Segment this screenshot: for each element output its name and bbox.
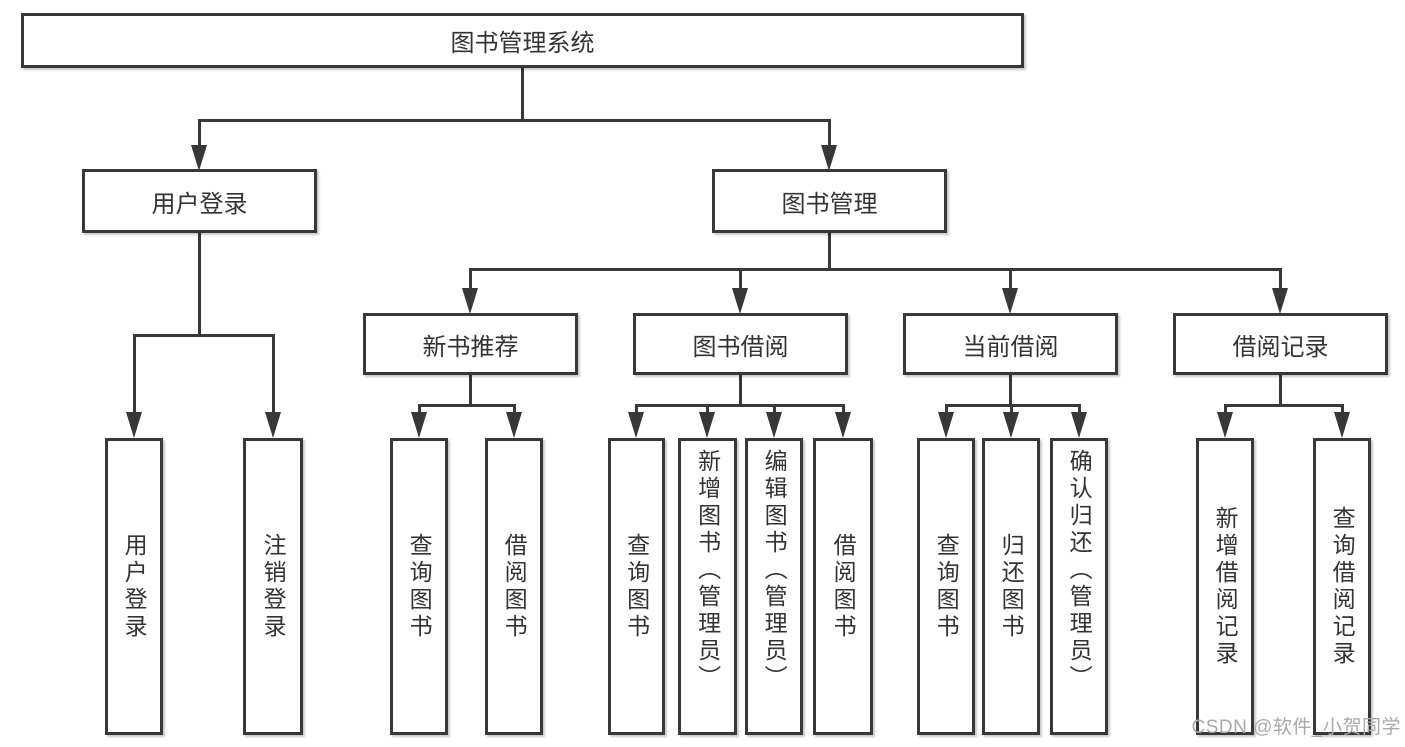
edge-stem [842, 404, 845, 415]
arrowhead-icon [732, 288, 748, 314]
node-root: 图书管理系统 [21, 13, 1024, 68]
edge-login-trunk [198, 231, 201, 335]
edge-sec2-branch [635, 404, 844, 407]
arrowhead-icon [191, 145, 207, 171]
node-current-borrow: 当前借阅 [903, 313, 1118, 375]
node-book-borrow: 图书借阅 [633, 313, 848, 375]
node-label: 编辑图书（管理员） [761, 449, 788, 692]
edge-stem-sec3 [1009, 268, 1012, 292]
arrowhead-icon [1272, 288, 1288, 314]
edge-sec3-trunk [1009, 374, 1012, 406]
edge-sec1-branch [418, 404, 516, 407]
edge-stem [1224, 404, 1227, 415]
arrowhead-icon [462, 288, 478, 314]
edge-stem [773, 404, 776, 415]
edge-sec2-trunk [739, 374, 742, 406]
leaf-rec-borrow-book: 借阅图书 [485, 438, 543, 735]
node-borrow-records: 借阅记录 [1173, 313, 1388, 375]
node-label: 借阅图书 [830, 532, 857, 641]
node-label: 图书借阅 [692, 333, 789, 361]
arrowhead-icon [835, 412, 851, 438]
node-label: 用户登录 [151, 190, 248, 218]
arrowhead-icon [126, 412, 142, 438]
node-label: 借阅图书 [501, 532, 528, 641]
edge-stem-sec4 [1279, 268, 1282, 292]
node-label: 新书推荐 [422, 333, 519, 361]
edge-stem-logout [272, 334, 275, 414]
arrowhead-icon [699, 412, 715, 438]
node-label: 查询图书 [406, 532, 433, 641]
edge-stem-sec1 [469, 268, 472, 292]
edge-level1-branch [198, 119, 831, 122]
arrowhead-icon [766, 412, 782, 438]
edge-mgmt-trunk [828, 231, 831, 270]
arrowhead-icon [1003, 412, 1019, 438]
watermark: CSDN @软件_小贺同学 [1191, 717, 1401, 738]
node-label: 确认归还（管理员） [1066, 449, 1093, 692]
edge-sec1-trunk [469, 374, 472, 406]
leaf-return-book: 归还图书 [982, 438, 1040, 735]
leaf-query-borrow-record: 查询借阅记录 [1313, 438, 1371, 735]
node-label: 查询借阅记录 [1329, 505, 1356, 668]
edge-stem [635, 404, 638, 415]
node-label: 查询图书 [933, 532, 960, 641]
arrowhead-icon [506, 412, 522, 438]
arrowhead-icon [1334, 412, 1350, 438]
leaf-confirm-return-admin: 确认归还（管理员） [1050, 438, 1108, 735]
node-label: 归还图书 [998, 532, 1025, 641]
leaf-add-borrow-record: 新增借阅记录 [1196, 438, 1254, 735]
node-label: 新增借阅记录 [1212, 505, 1239, 668]
edge-stem [1010, 404, 1013, 415]
arrowhead-icon [411, 412, 427, 438]
arrowhead-icon [1071, 412, 1087, 438]
edge-stem-sec2 [739, 268, 742, 292]
edge-stem-user-login [133, 334, 136, 414]
node-new-book-rec: 新书推荐 [363, 313, 578, 375]
node-label: 查询图书 [623, 532, 650, 641]
leaf-current-query-book: 查询图书 [917, 438, 975, 735]
edge-level2-branch [470, 268, 1282, 271]
edge-stem [1078, 404, 1081, 415]
node-label: 新增图书（管理员） [694, 449, 721, 692]
leaf-logout: 注销登录 [243, 438, 303, 735]
leaf-borrow-book: 借阅图书 [813, 438, 873, 735]
edge-stem [945, 404, 948, 415]
node-label: 图书管理系统 [450, 30, 595, 57]
edge-stem [513, 404, 516, 415]
leaf-edit-book-admin: 编辑图书（管理员） [745, 438, 803, 735]
arrowhead-icon [1002, 288, 1018, 314]
edge-stem [418, 404, 421, 415]
leaf-borrow-query-book: 查询图书 [608, 438, 665, 735]
edge-sec4-branch [1224, 404, 1343, 407]
leaf-add-book-admin: 新增图书（管理员） [678, 438, 737, 735]
edge-login-branch [133, 334, 274, 337]
leaf-user-login: 用户登录 [105, 438, 163, 735]
edge-stem [706, 404, 709, 415]
arrowhead-icon [1217, 412, 1233, 438]
node-label: 借阅记录 [1232, 333, 1329, 361]
node-label: 当前借阅 [962, 333, 1059, 361]
node-user-login-branch: 用户登录 [82, 169, 317, 233]
node-label: 注销登录 [260, 532, 287, 641]
arrowhead-icon [628, 412, 644, 438]
edge-stem-mgmt [828, 119, 831, 147]
edge-sec4-trunk [1279, 374, 1282, 406]
leaf-rec-query-book: 查询图书 [390, 438, 448, 735]
node-label: 用户登录 [121, 532, 148, 641]
arrowhead-icon [938, 412, 954, 438]
edge-root-trunk [521, 66, 524, 120]
edge-stem-login [198, 119, 201, 147]
node-label: 图书管理 [781, 190, 878, 218]
edge-stem [1341, 404, 1344, 415]
arrowhead-icon [265, 412, 281, 438]
arrowhead-icon [821, 145, 837, 171]
node-book-mgmt-branch: 图书管理 [712, 169, 947, 233]
